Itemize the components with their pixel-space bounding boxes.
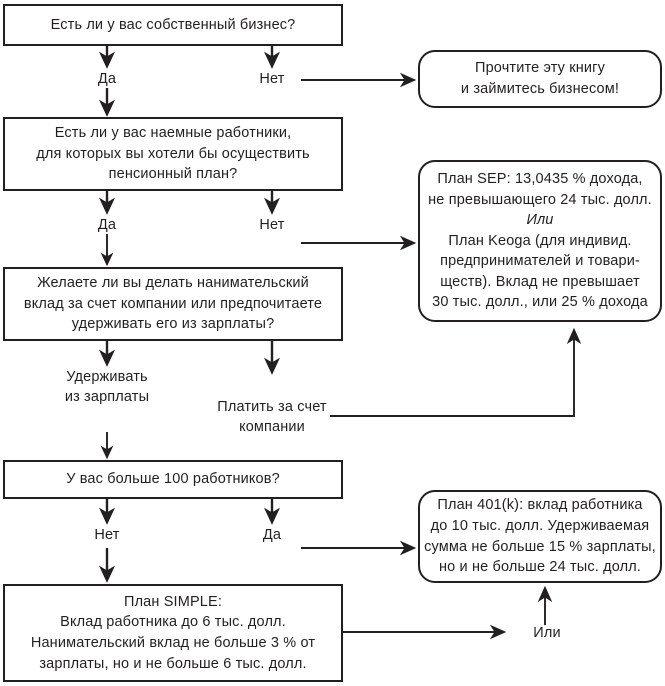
edge-label-line: Удерживать (66, 369, 148, 385)
node-line: Есть ли у вас наемные работники, (54, 125, 292, 142)
node-line: 30 тыс. долл., или 25 % дохода (432, 294, 648, 311)
node-line-or: Или (526, 212, 554, 229)
edge-label-q1-no: Нет (259, 71, 285, 87)
edge-label-q4-yes: Да (262, 527, 282, 543)
edge-label-q3-withhold: Удерживать из зарплаты (37, 368, 177, 407)
node-line: Нанимательский вклад не больше 3 % от (30, 635, 316, 651)
node-line: План 401(k): вклад работника (437, 497, 643, 514)
node-line: ществ). Вклад не превышает (440, 273, 640, 290)
edge-label-q3-company: Платить за счет компании (202, 398, 342, 437)
node-line: Вклад работника до 6 тыс. долл. (60, 614, 286, 631)
node-line: не превышающего 24 тыс. долл. (428, 191, 652, 208)
edge-label-line: компании (239, 418, 305, 435)
edge-label-line: Платить за счет (217, 399, 327, 415)
node-line: удерживать его из зарплаты? (71, 316, 275, 333)
node-line: План SIMPLE: (124, 593, 222, 610)
node-line: Есть ли у вас собственный бизнес? (50, 16, 296, 33)
edge-label-line: из зарплаты (64, 388, 150, 405)
node-line: План Keoga (для индивид. (448, 232, 632, 249)
question-employer-contribution[interactable]: Желаете ли вы делать нанимательский вкла… (3, 267, 343, 341)
outcome-sep-keogh-plan[interactable]: План SEP: 13,0435 % дохода, не превышающ… (418, 160, 662, 322)
outcome-401k-plan[interactable]: План 401(k): вклад работника до 10 тыс. … (418, 490, 662, 583)
edge-label-q1-yes: Да (97, 71, 117, 87)
node-line: пенсионный план? (108, 166, 238, 183)
node-line: вклад за счет компании или предпочитаете (23, 295, 323, 312)
question-more-than-100-workers[interactable]: У вас больше 100 работников? (3, 460, 343, 499)
node-line: для которых вы хотели бы осуществить (36, 145, 310, 162)
node-line: и займитесь бизнесом! (460, 81, 620, 97)
node-line: Прочтите эту книгу (475, 60, 605, 77)
node-line: План SEP: 13,0435 % дохода, (437, 170, 643, 187)
edge-label-q2-no: Нет (259, 217, 285, 233)
outcome-read-book[interactable]: Прочтите эту книгу и займитесь бизнесом! (418, 50, 662, 108)
edge-label-or-join: Или (533, 625, 561, 641)
node-line: Желаете ли вы делать нанимательский (37, 275, 309, 292)
question-employees-pension[interactable]: Есть ли у вас наемные работники, для кот… (3, 117, 343, 191)
outcome-simple-plan[interactable]: План SIMPLE: Вклад работника до 6 тыс. д… (3, 584, 343, 682)
edge-label-q4-no: Нет (94, 527, 120, 543)
edge-label-q2-yes: Да (97, 217, 117, 233)
node-line: но и не больше 24 тыс. долл. (438, 559, 641, 576)
node-line: зарплаты, но и не больше 6 тыс. долл. (39, 655, 307, 672)
question-own-business[interactable]: Есть ли у вас собственный бизнес? (3, 4, 343, 46)
node-line: сумма не больше 15 % зарплаты, (424, 538, 656, 555)
node-line: до 10 тыс. долл. Удерживаемая (430, 517, 650, 534)
node-line: предпринимателей и товари- (440, 253, 640, 270)
node-line: У вас больше 100 работников? (66, 471, 280, 488)
